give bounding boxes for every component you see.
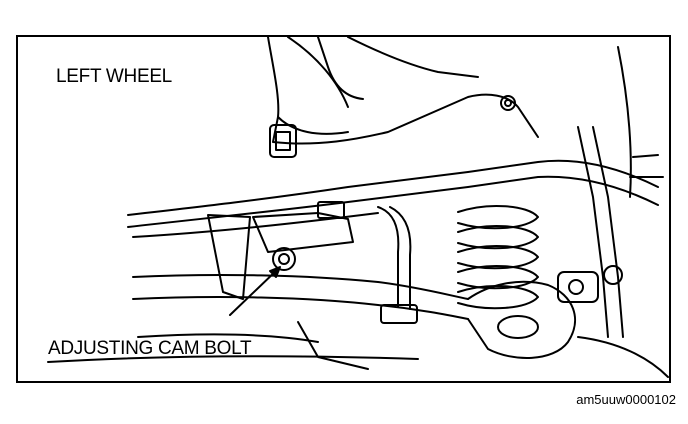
side-label: LEFT WHEEL xyxy=(56,66,172,87)
part-label: ADJUSTING CAM BOLT xyxy=(48,338,252,359)
suspension-line-drawing xyxy=(47,37,669,378)
figure-code: am5uuw0000102 xyxy=(576,392,676,407)
diagram-frame: LEFT WHEEL ADJUSTING CAM BOLT xyxy=(16,35,671,383)
